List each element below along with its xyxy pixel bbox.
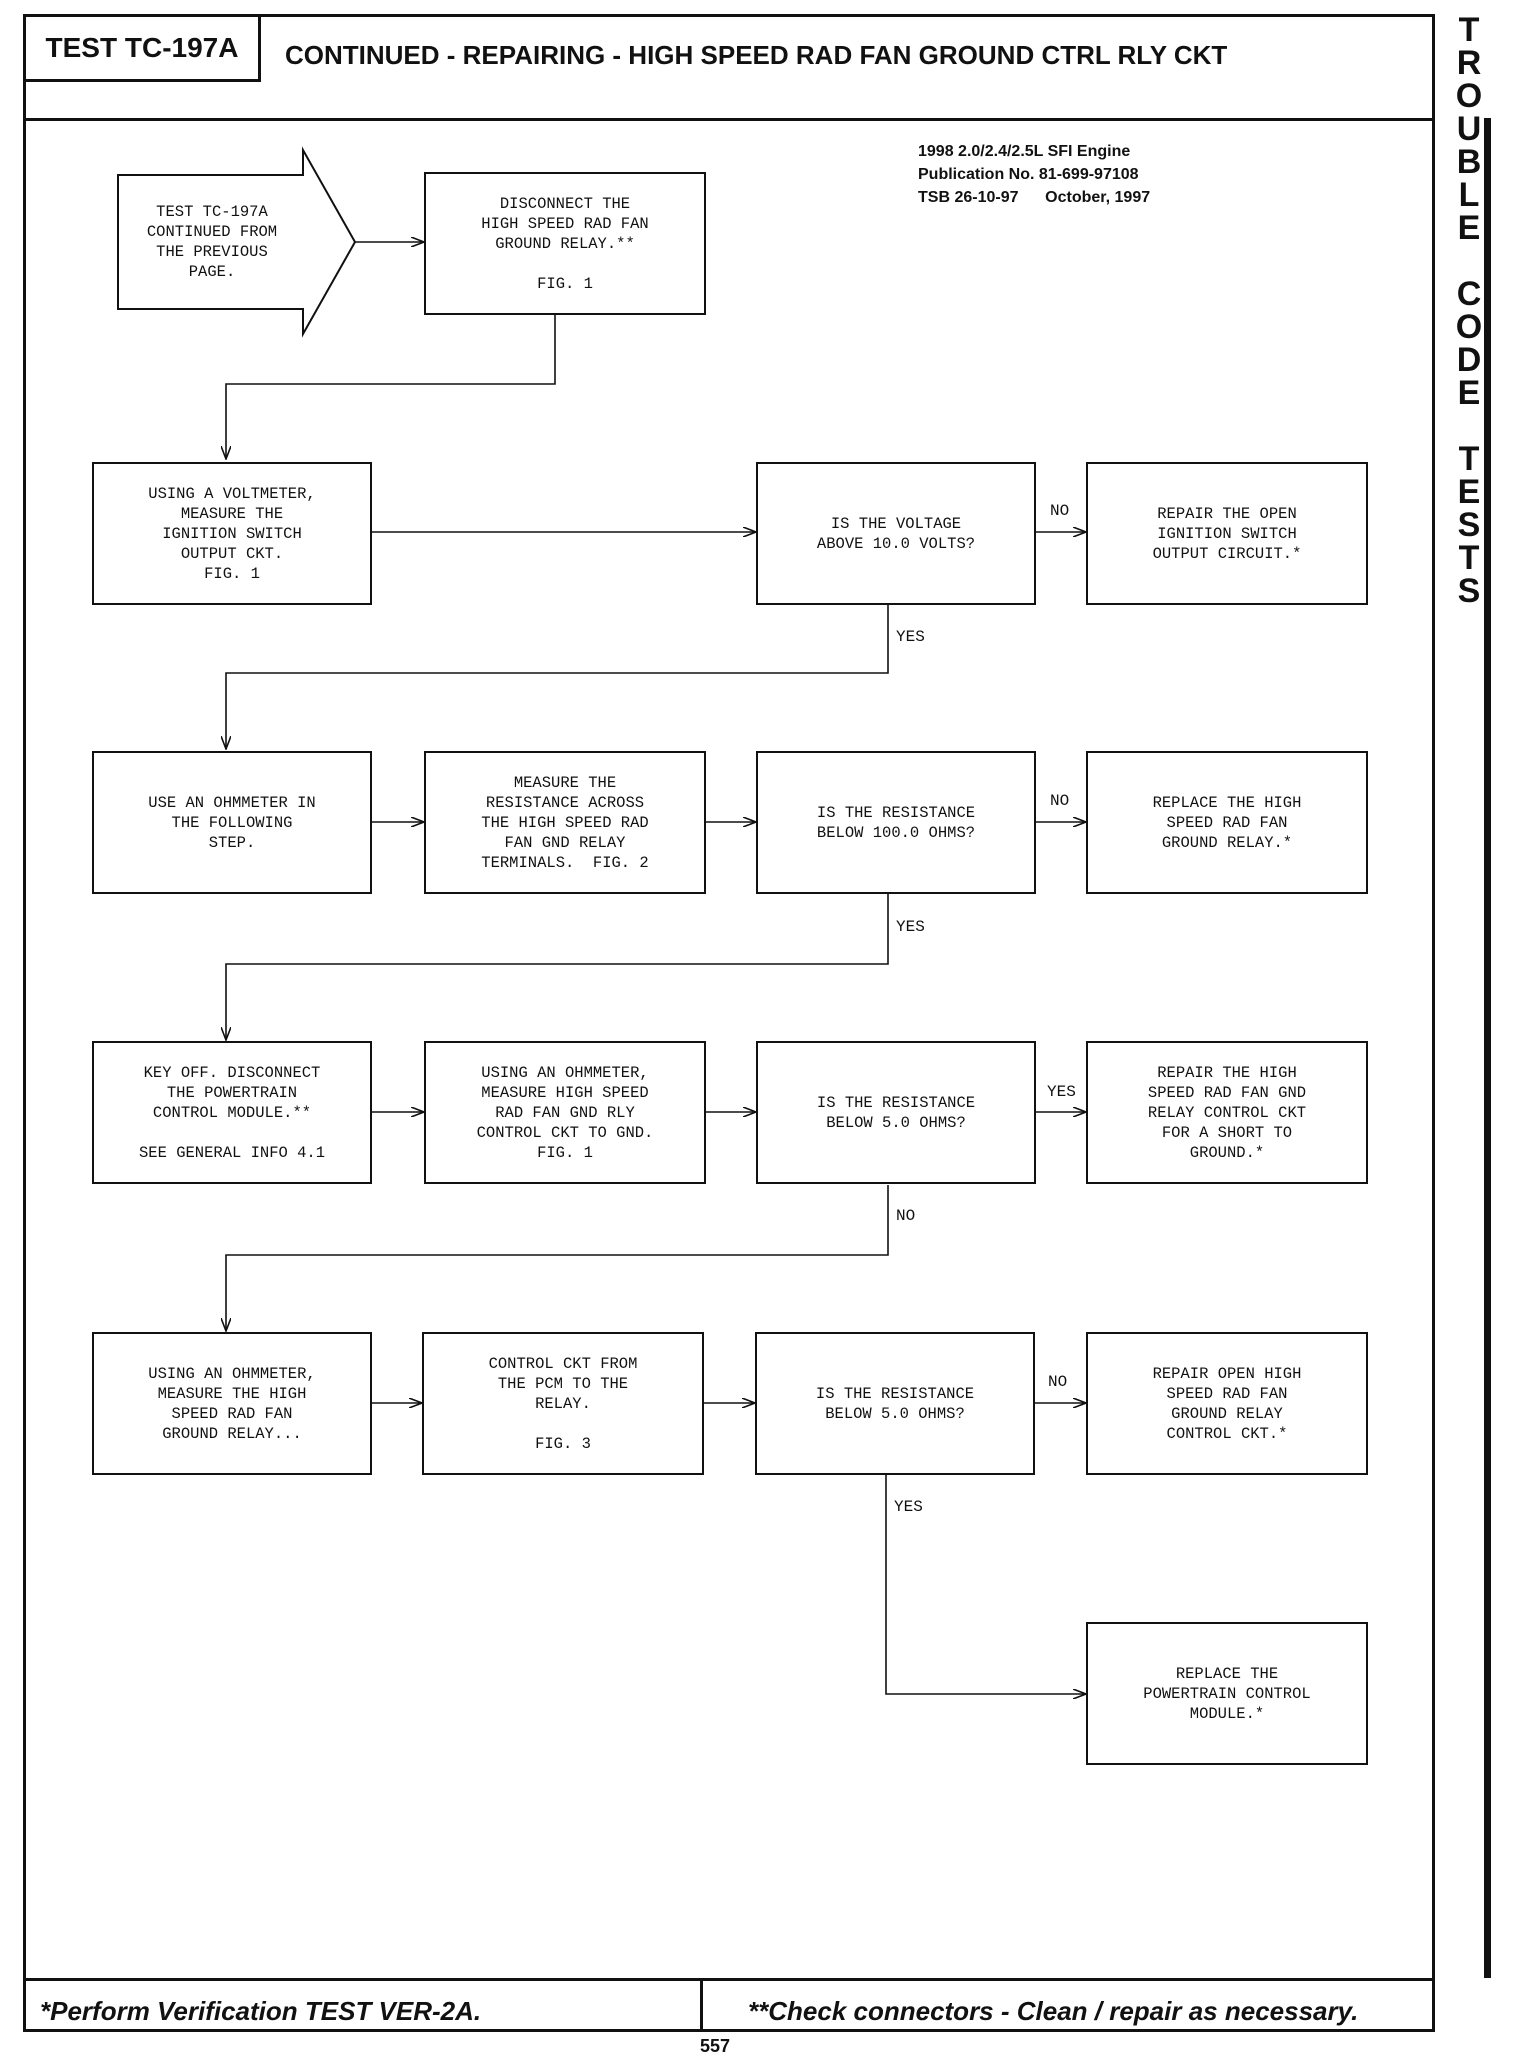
label-no: NO — [1048, 1373, 1068, 1391]
connector-d1-b3 — [226, 604, 889, 749]
publication-line-3: TSB 26-10-97 October, 1997 — [918, 189, 1151, 206]
start-arrow-shape — [117, 146, 357, 338]
result-replace-relay: REPLACE THE HIGH SPEED RAD FAN GROUND RE… — [1086, 751, 1368, 894]
test-id: TEST TC-197A — [45, 32, 239, 63]
sidebar-letter: B — [1456, 143, 1482, 181]
step-ohmmeter-relay: USING AN OHMMETER, MEASURE THE HIGH SPEE… — [92, 1332, 372, 1475]
connector-d4-r5 — [885, 1475, 1086, 1694]
sidebar-letter: T — [1458, 11, 1480, 49]
decision-resistance-5-open: IS THE RESISTANCE BELOW 5.0 OHMS? — [755, 1332, 1035, 1475]
sidebar-letter: D — [1456, 341, 1482, 379]
result-replace-pcm: REPLACE THE POWERTRAIN CONTROL MODULE.* — [1086, 1622, 1368, 1765]
step-disconnect-relay: DISCONNECT THE HIGH SPEED RAD FAN GROUND… — [424, 172, 706, 315]
sidebar-trouble-code-tests: T R O U B L E C O D E T E S T S — [1449, 11, 1489, 610]
page-number: 557 — [700, 2036, 731, 2056]
result-repair-open: REPAIR OPEN HIGH SPEED RAD FAN GROUND RE… — [1086, 1332, 1368, 1475]
test-id-box: TEST TC-197A — [23, 14, 261, 82]
sidebar-letter: O — [1455, 308, 1483, 346]
step-control-ckt-pcm: CONTROL CKT FROM THE PCM TO THE RELAY. F… — [422, 1332, 704, 1475]
label-no: NO — [1050, 792, 1070, 810]
sidebar-letter: S — [1457, 506, 1481, 544]
sidebar-letter: E — [1457, 473, 1481, 511]
decision-resistance-100: IS THE RESISTANCE BELOW 100.0 OHMS? — [756, 751, 1036, 894]
decision-voltage: IS THE VOLTAGE ABOVE 10.0 VOLTS? — [756, 462, 1036, 605]
sidebar-letter: U — [1456, 110, 1482, 148]
sidebar-letter: S — [1457, 572, 1481, 610]
decision-resistance-5-short: IS THE RESISTANCE BELOW 5.0 OHMS? — [756, 1041, 1036, 1184]
sidebar-letter: T — [1458, 539, 1480, 577]
result-repair-ignition: REPAIR THE OPEN IGNITION SWITCH OUTPUT C… — [1086, 462, 1368, 605]
header-divider — [23, 118, 1435, 121]
sidebar-letter: O — [1455, 77, 1483, 115]
step-voltmeter-ignition: USING A VOLTMETER, MEASURE THE IGNITION … — [92, 462, 372, 605]
label-yes: YES — [894, 1498, 923, 1516]
step-measure-resistance: MEASURE THE RESISTANCE ACROSS THE HIGH S… — [424, 751, 706, 894]
connector-d3-b7 — [226, 1185, 889, 1331]
sidebar-bar — [1484, 118, 1491, 1978]
result-repair-short: REPAIR THE HIGH SPEED RAD FAN GND RELAY … — [1086, 1041, 1368, 1184]
label-yes: YES — [896, 628, 925, 646]
publication-line-1: 1998 2.0/2.4/2.5L SFI Engine — [918, 143, 1131, 160]
step-key-off-disconnect-pcm: KEY OFF. DISCONNECT THE POWERTRAIN CONTR… — [92, 1041, 372, 1184]
label-no: NO — [896, 1207, 916, 1225]
connector-d2-b5 — [226, 894, 889, 1040]
connector-b1-b2 — [226, 314, 556, 459]
page-title: CONTINUED - REPAIRING - HIGH SPEED RAD F… — [285, 40, 1228, 70]
footer-verification-note: *Perform Verification TEST VER-2A. — [40, 1996, 482, 2026]
footer-column-divider — [700, 1978, 703, 2032]
sidebar-letter: E — [1457, 209, 1481, 247]
start-block: TEST TC-197A CONTINUED FROM THE PREVIOUS… — [146, 203, 278, 281]
footer-divider — [23, 1978, 1435, 1981]
footer-connectors-note: **Check connectors - Clean / repair as n… — [748, 1996, 1359, 2026]
sidebar-letter: T — [1458, 440, 1480, 478]
sidebar-letter: C — [1456, 275, 1482, 313]
step-measure-control-ckt: USING AN OHMMETER, MEASURE HIGH SPEED RA… — [424, 1041, 706, 1184]
label-yes: YES — [1047, 1083, 1076, 1101]
label-no: NO — [1050, 502, 1070, 520]
sidebar-letter: E — [1457, 374, 1481, 412]
publication-info: 1998 2.0/2.4/2.5L SFI Engine Publication… — [918, 140, 1150, 209]
page-frame — [23, 14, 1435, 2032]
label-yes: YES — [896, 918, 925, 936]
publication-line-2: Publication No. 81-699-97108 — [918, 166, 1139, 183]
sidebar-letter: L — [1458, 176, 1480, 214]
step-use-ohmmeter: USE AN OHMMETER IN THE FOLLOWING STEP. — [92, 751, 372, 894]
sidebar-letter: R — [1456, 44, 1482, 82]
